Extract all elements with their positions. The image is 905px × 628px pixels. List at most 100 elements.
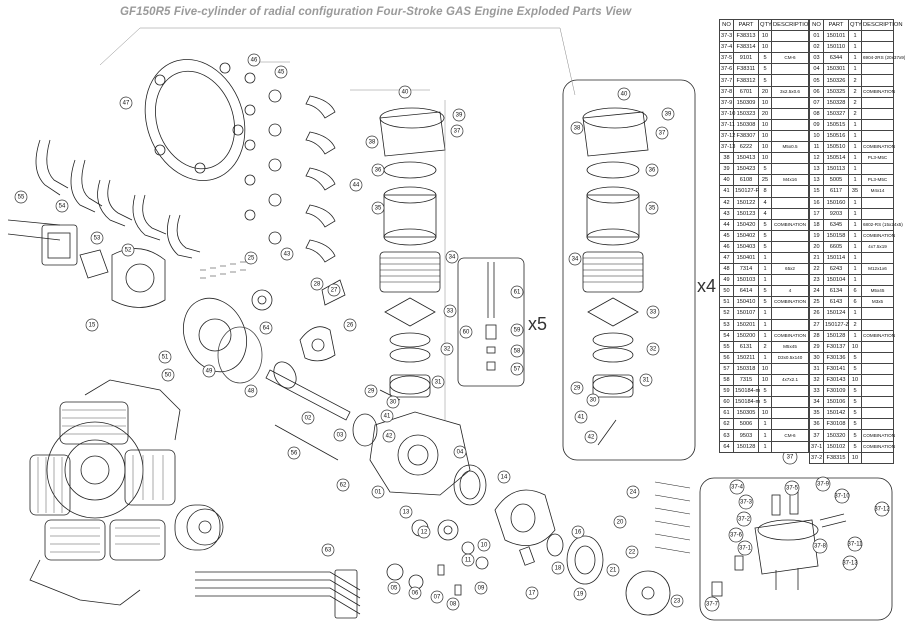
cell-part: 150201	[733, 318, 759, 331]
cell-description	[771, 362, 809, 376]
callout-label: 35	[375, 206, 382, 212]
cylinder-stack-drawing	[379, 107, 446, 401]
callout-circle	[815, 476, 831, 492]
cell-no: 03	[809, 52, 824, 65]
callout-label: 44	[353, 183, 360, 189]
callout-36: 36	[371, 163, 385, 177]
cell-qty: 5	[758, 63, 772, 76]
callout-circle	[446, 597, 460, 611]
callout-56: 56	[287, 446, 301, 460]
cell-no: 09	[809, 118, 824, 131]
cell-part: 9203	[823, 207, 849, 220]
callout-label: 37-2	[738, 517, 751, 523]
cell-qty: 5	[758, 296, 772, 309]
cell-part: F30136	[823, 351, 849, 364]
cell-part: 150184-m	[733, 385, 760, 398]
valve-detail-box	[699, 477, 893, 621]
callout-circle	[459, 325, 473, 339]
callout-label: 08	[450, 602, 457, 608]
cell-qty: 1	[848, 141, 862, 154]
callout-37-6: 37-6	[728, 527, 744, 543]
cell-description	[771, 418, 809, 431]
callout-label: 04	[457, 450, 464, 456]
callout-26: 26	[343, 318, 357, 332]
cell-no: 54	[719, 329, 734, 342]
callout-52: 52	[121, 243, 135, 257]
callout-51: 51	[158, 350, 172, 364]
cell-no: 18	[809, 218, 824, 231]
cell-qty: 10	[758, 30, 772, 43]
callout-18: 18	[551, 561, 565, 575]
callout-label: 23	[674, 599, 681, 605]
cell-description	[861, 251, 894, 265]
callout-label: 33	[447, 309, 454, 315]
callout-62: 62	[336, 478, 350, 492]
cell-no: 40	[719, 174, 734, 187]
cell-description	[861, 385, 894, 398]
callout-label: 39	[456, 113, 463, 119]
cell-part: F30108	[823, 418, 849, 431]
cell-qty: 1	[848, 129, 862, 143]
cell-description	[771, 396, 809, 409]
cell-no: 37-9	[719, 96, 734, 109]
callout-43: 43	[280, 247, 294, 261]
cell-no: 29	[809, 340, 824, 353]
cell-description: M5x45	[861, 285, 894, 298]
cell-no: 37	[809, 429, 824, 442]
callout-label: 26	[347, 323, 354, 329]
cell-no: 37-13	[719, 141, 735, 154]
cell-qty: 1	[848, 196, 862, 209]
callout-61: 61	[510, 285, 524, 299]
cell-no: 26	[809, 307, 824, 320]
cell-qty: 2	[848, 318, 862, 331]
callout-circle	[387, 581, 401, 595]
cell-description: COMBINATION	[861, 85, 895, 98]
cell-part: 150328	[823, 96, 849, 109]
callout-circle	[343, 318, 357, 332]
cell-no: 22	[809, 263, 824, 276]
callout-label: 32	[650, 347, 657, 353]
cell-qty: 10	[758, 96, 772, 109]
callout-label: 01	[375, 490, 382, 496]
callout-circle	[244, 251, 258, 265]
callout-circle	[574, 410, 588, 424]
cell-no: 12	[809, 152, 824, 165]
callout-37-8: 37-8	[812, 538, 828, 554]
cell-part: 150102	[823, 440, 849, 453]
callout-60: 60	[459, 325, 473, 339]
callout-63: 63	[321, 543, 335, 557]
cell-description	[771, 107, 809, 120]
cell-qty: 1	[848, 229, 862, 242]
callout-label: 37-11	[848, 542, 864, 548]
rear-cover-drawing	[144, 59, 246, 181]
callout-circle	[287, 446, 301, 460]
callout-label: 34	[572, 257, 579, 263]
cell-qty: 1	[758, 274, 772, 287]
callout-36: 36	[645, 163, 659, 177]
cell-part: 6108	[733, 174, 759, 187]
callout-20: 20	[613, 515, 627, 529]
callout-circle	[431, 375, 445, 389]
header-part: PART	[733, 18, 759, 32]
callout-circle	[617, 87, 631, 101]
header-qty: QTY	[848, 18, 862, 32]
cell-qty: 1	[758, 307, 772, 320]
cell-no: 48	[719, 263, 734, 276]
callout-label: 47	[123, 101, 130, 107]
callout-label: 35	[649, 206, 656, 212]
cell-description	[771, 274, 809, 287]
